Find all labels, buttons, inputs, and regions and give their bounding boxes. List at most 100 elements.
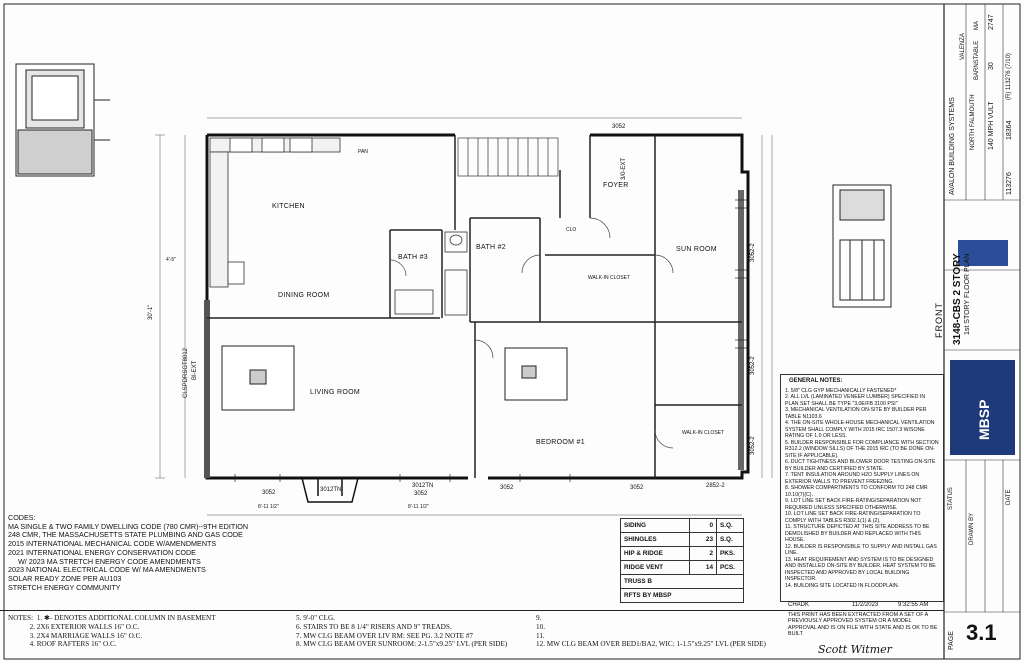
tb-sheet-title: 1st STORY FLOOR PLAN: [964, 253, 971, 335]
note-line: 9.: [536, 614, 542, 622]
room-bath2: BATH #2: [476, 244, 506, 251]
general-note: 10. LOT LINE SET BACK FIRE-RATING/SEPARA…: [785, 511, 921, 524]
label-3052-c: 3052: [500, 485, 514, 491]
material-name: HIP & RIDGE: [620, 546, 690, 561]
label-2852-2: 2852-2: [706, 483, 725, 489]
codes-line: 2021 INTERNATIONAL ENERGY CONSERVATION C…: [8, 547, 196, 557]
note-line: 5. 9'-0" CLG.: [296, 614, 335, 622]
room-foyer: FOYER: [603, 182, 629, 189]
tb-model: 18364: [1006, 120, 1013, 140]
label-3052-2b: 3052-2: [750, 356, 756, 375]
label-3052-d: 3052: [630, 485, 644, 491]
label-3052-2a: 3052-2: [750, 243, 756, 262]
label-dim-bottom-b: 8'-11 1/2": [408, 504, 429, 510]
codes-line: 2015 INTERNATIONAL MECHANICAL CODE W/AME…: [8, 539, 217, 549]
room-walkin-closet-1: WALK-IN CLOSET: [588, 275, 631, 281]
bedroom-closet-box: [504, 347, 568, 401]
inset-detail-left: [15, 63, 110, 177]
general-note: 14. BUILDING SITE LOCATED IN FLOODPLAIN.: [785, 582, 900, 589]
note-line: 3. 2X4 MARRIAGE WALLS 16" O.C.: [8, 631, 143, 640]
codes-line: SOLAR READY ZONE PER AU103: [8, 573, 122, 583]
stair-treads: [457, 137, 559, 177]
dimension-lines: [155, 117, 773, 516]
sheet-border: [3, 3, 1021, 660]
label-3012tn-a: 3012TN: [320, 487, 342, 493]
title-block-grid: [944, 4, 1020, 613]
general-notes-box: GENERAL NOTES: 1. 5/8" CLG GYP MECHANICA…: [780, 374, 944, 602]
tb-drawn-by-heading: DRAWN BY: [969, 512, 975, 545]
note-line: 2. 2X6 EXTERIOR WALLS 16" O.C.: [8, 622, 140, 631]
interior-walls: [207, 135, 742, 478]
window-marks: [234, 199, 748, 482]
table-row: RFTS BY MBSP: [620, 588, 744, 603]
front-entry-bay: [301, 477, 359, 503]
notes-column-2: 5. 9'-0" CLG. 6. STAIRS TO BE 8 1/4" RIS…: [296, 614, 507, 649]
general-notes-heading: GENERAL NOTES:: [789, 378, 843, 384]
tb-page-label: PAGE: [948, 631, 955, 650]
label-dim-bottom-a: 8'-11 1/2": [258, 504, 279, 510]
bath-fixtures: [394, 231, 468, 316]
table-row: TRUSS B: [620, 574, 744, 589]
codes-line: 248 CMR, THE MASSACHUSETTS STATE PLUMBIN…: [8, 530, 243, 540]
avalon-logo-block: [958, 240, 1008, 266]
door-swings: [389, 217, 674, 449]
material-qty: 14: [689, 560, 717, 575]
tb-date-heading: DATE: [1006, 489, 1012, 505]
note-line: 11.: [536, 631, 545, 640]
label-ext-right: 3/0-EXT: [621, 157, 627, 180]
codes-line: 2023 NATIONAL ELECTRICAL CODE W/ MA AMEN…: [8, 565, 206, 575]
room-kitchen: KITCHEN: [272, 203, 305, 210]
room-clo: CLO: [566, 227, 577, 233]
codes-heading: CODES:: [8, 513, 36, 522]
material-unit: PCS.: [716, 560, 744, 575]
room-pan: PAN: [358, 149, 368, 155]
label-bi-ext: BI-EXT: [192, 360, 198, 380]
codes-line: STRETCH ENERGY COMMUNITY: [8, 582, 121, 592]
general-note: 13. HEAT REQUIREMENT AND SYSTEM IS TO BE…: [785, 556, 936, 583]
general-note: 7. TENT INSULATION AROUND H2O SUPPLY LIN…: [785, 472, 920, 485]
tb-customer: VALENZA: [960, 33, 966, 60]
tb-mbsp: MBSP: [976, 399, 992, 440]
room-dining: DINING ROOM: [278, 292, 330, 299]
codes-line: MA SINGLE & TWO FAMILY DWELLING CODE (78…: [8, 521, 249, 531]
general-note: 6. DUCT TIGHTNESS AND BLOWER DOOR TESTIN…: [785, 459, 936, 472]
inset-detail-right: [832, 184, 892, 308]
general-note: 1. 5/8" CLG GYP MECHANICALLY FASTENED*: [785, 387, 897, 394]
notes-bar: [0, 610, 944, 664]
material-qty: 23: [689, 532, 717, 547]
general-note: 12. BUILDER IS RESPONSIBLE TO SUPPLY AND…: [785, 543, 937, 557]
codes-line: W/ 2023 MA STRETCH ENERGY CODE AMENDMENT…: [8, 556, 201, 566]
tb-company: AVALON BUILDING SYSTEMS: [949, 97, 956, 195]
notes-column-3: 9. 10. 11. 12. MW CLG BEAM OVER BED1/BA2…: [536, 614, 766, 649]
tb-snow: 30: [988, 62, 995, 70]
tb-plan-name: 3148-CBS 2 STORY: [952, 253, 963, 345]
room-bedroom1: BEDROOM #1: [536, 439, 585, 446]
general-note: 3. MECHANICAL VENTILATION ON-SITE BY BUI…: [785, 407, 927, 420]
general-note: 9. LOT LINE SET BACK FIRE-RATING/SEPARAT…: [785, 498, 922, 511]
note-line: NOTES: 1. ✱- DENOTES ADDITIONAL COLUMN I…: [8, 614, 216, 622]
note-line: 6. STAIRS TO BE 8 1/4" RISERS AND 9" TRE…: [296, 622, 452, 631]
tb-town: NORTH FALMOUTH: [970, 94, 976, 150]
signature: Scott Witmer: [818, 643, 892, 656]
tb-wind: 140 MPH VULT: [988, 101, 995, 151]
material-name: RIDGE VENT: [620, 560, 690, 575]
tb-status-heading: STATUS: [948, 487, 954, 510]
material-unit: PKS.: [716, 546, 744, 561]
left-wall-section: [204, 300, 210, 478]
notes-column-1: NOTES: 1. ✱- DENOTES ADDITIONAL COLUMN I…: [8, 614, 216, 649]
tb-county: BARNSTABLE: [974, 40, 980, 80]
general-note: 2. ALL LVL (LAMINATED VENEER LUMBER) SPE…: [785, 394, 926, 407]
codes-block: CODES: MA SINGLE & TWO FAMILY DWELLING C…: [8, 513, 249, 592]
stamp-time: 9:32:55 AM: [898, 602, 929, 608]
tb-drawing-no: (R) 113276 (7/10): [1006, 53, 1012, 100]
note-line: 4. ROOF RAFTERS 16" O.C.: [8, 640, 117, 649]
note-line: 8. MW CLG BEAM OVER SUNROOM: 2-1.5"x9.25…: [296, 640, 508, 649]
tb-sqft: 2747: [988, 14, 995, 30]
living-room-fireplace: [221, 345, 295, 411]
note-line: 12. MW CLG BEAM OVER BED1/BA2, WIC: 1-1.…: [536, 640, 766, 649]
label-3052-b: 3052: [414, 491, 428, 497]
tb-serial: 113276: [1006, 172, 1013, 195]
